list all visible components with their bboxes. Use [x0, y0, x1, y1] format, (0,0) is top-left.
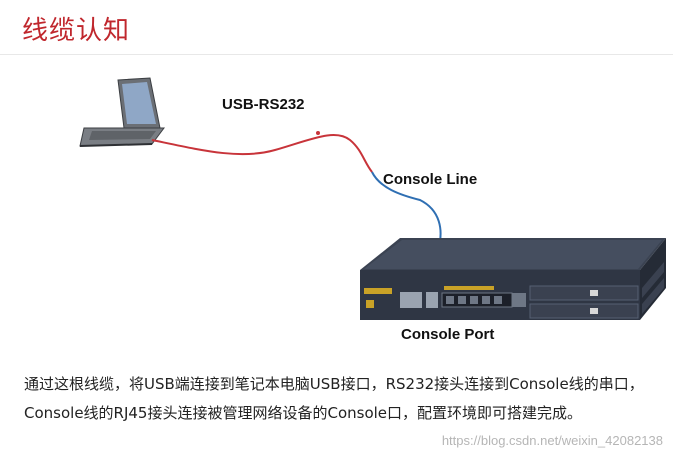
cable-connector [316, 131, 320, 135]
watermark: https://blog.csdn.net/weixin_42082138 [441, 433, 663, 448]
usb-rs232-label: USB-RS232 [222, 96, 305, 113]
usb-rs232-cable [151, 133, 373, 173]
console-line-label: Console Line [383, 171, 478, 188]
description-text: 通过这根线缆，将USB端连接到笔记本电脑USB接口，RS232接头连接到Cons… [24, 375, 644, 422]
network-device-icon [360, 238, 666, 320]
laptop-icon [79, 77, 165, 147]
page-title: 线缆认知 [22, 16, 131, 46]
title-divider [0, 54, 673, 55]
console-port-label: Console Port [401, 326, 495, 343]
